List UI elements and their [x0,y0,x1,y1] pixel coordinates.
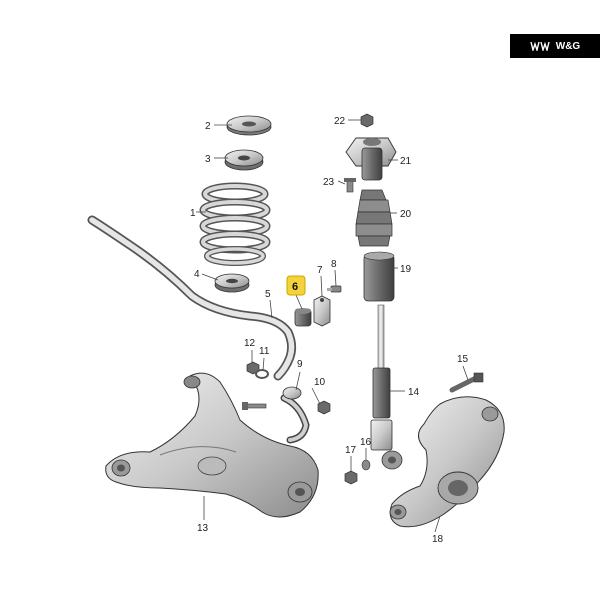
highlight-callout-box [286,275,306,296]
brand-badge: W&G [510,34,600,58]
callout-18: 18 [432,534,444,545]
spring-seat-lower [214,273,250,293]
wheel-carrier [389,396,505,528]
link-nut-10 [317,400,331,415]
callout-19: 19 [400,264,412,275]
callout-21: 21 [400,156,412,167]
callout-22: 22 [334,116,346,127]
brand-text: W&G [555,40,581,52]
wg-logo-icon [530,41,550,51]
callout-23: 23 [323,177,335,188]
callout-17: 17 [345,445,357,456]
washer-11 [255,369,269,379]
shock-absorber [370,304,403,470]
leader-lines [196,119,469,533]
callout-14: 14 [408,387,420,398]
coupling-link [280,386,310,444]
callout-3: 3 [205,154,211,165]
callout-15: 15 [457,354,469,365]
stabilizer-bar [87,215,297,381]
callout-1: 1 [190,208,196,219]
spring-plate [224,149,264,171]
callout-11: 11 [259,346,270,357]
callout-16: 16 [360,437,372,448]
bushing-clamp [313,295,331,327]
protective-sleeve [363,251,395,302]
callout-5: 5 [265,289,271,300]
coil-spring [199,182,271,266]
callout-labels: 1 2 3 4 5 6 7 8 9 10 11 12 13 14 15 16 1… [190,116,469,545]
nut-17 [344,470,358,485]
control-arm [105,372,319,518]
link-bolt-left [242,402,267,410]
callout-20: 20 [400,209,412,220]
callout-2: 2 [205,121,211,132]
strut-mount [345,137,397,181]
callout-9: 9 [297,359,303,370]
dust-boot [355,189,393,247]
stabilizer-bushing [294,308,312,327]
clamp-bolt [327,285,342,293]
knuckle-bolt [449,372,484,393]
callout-6: 6 [292,281,298,293]
callout-4: 4 [194,269,200,280]
callout-13: 13 [197,523,209,534]
callout-10: 10 [314,377,326,388]
callout-8: 8 [331,259,337,270]
strut-nut [360,113,374,128]
spring-seat-top [226,115,272,136]
washer-16 [361,459,371,471]
callout-7: 7 [317,265,323,276]
mount-bolt [344,178,356,193]
callout-12: 12 [244,338,256,349]
